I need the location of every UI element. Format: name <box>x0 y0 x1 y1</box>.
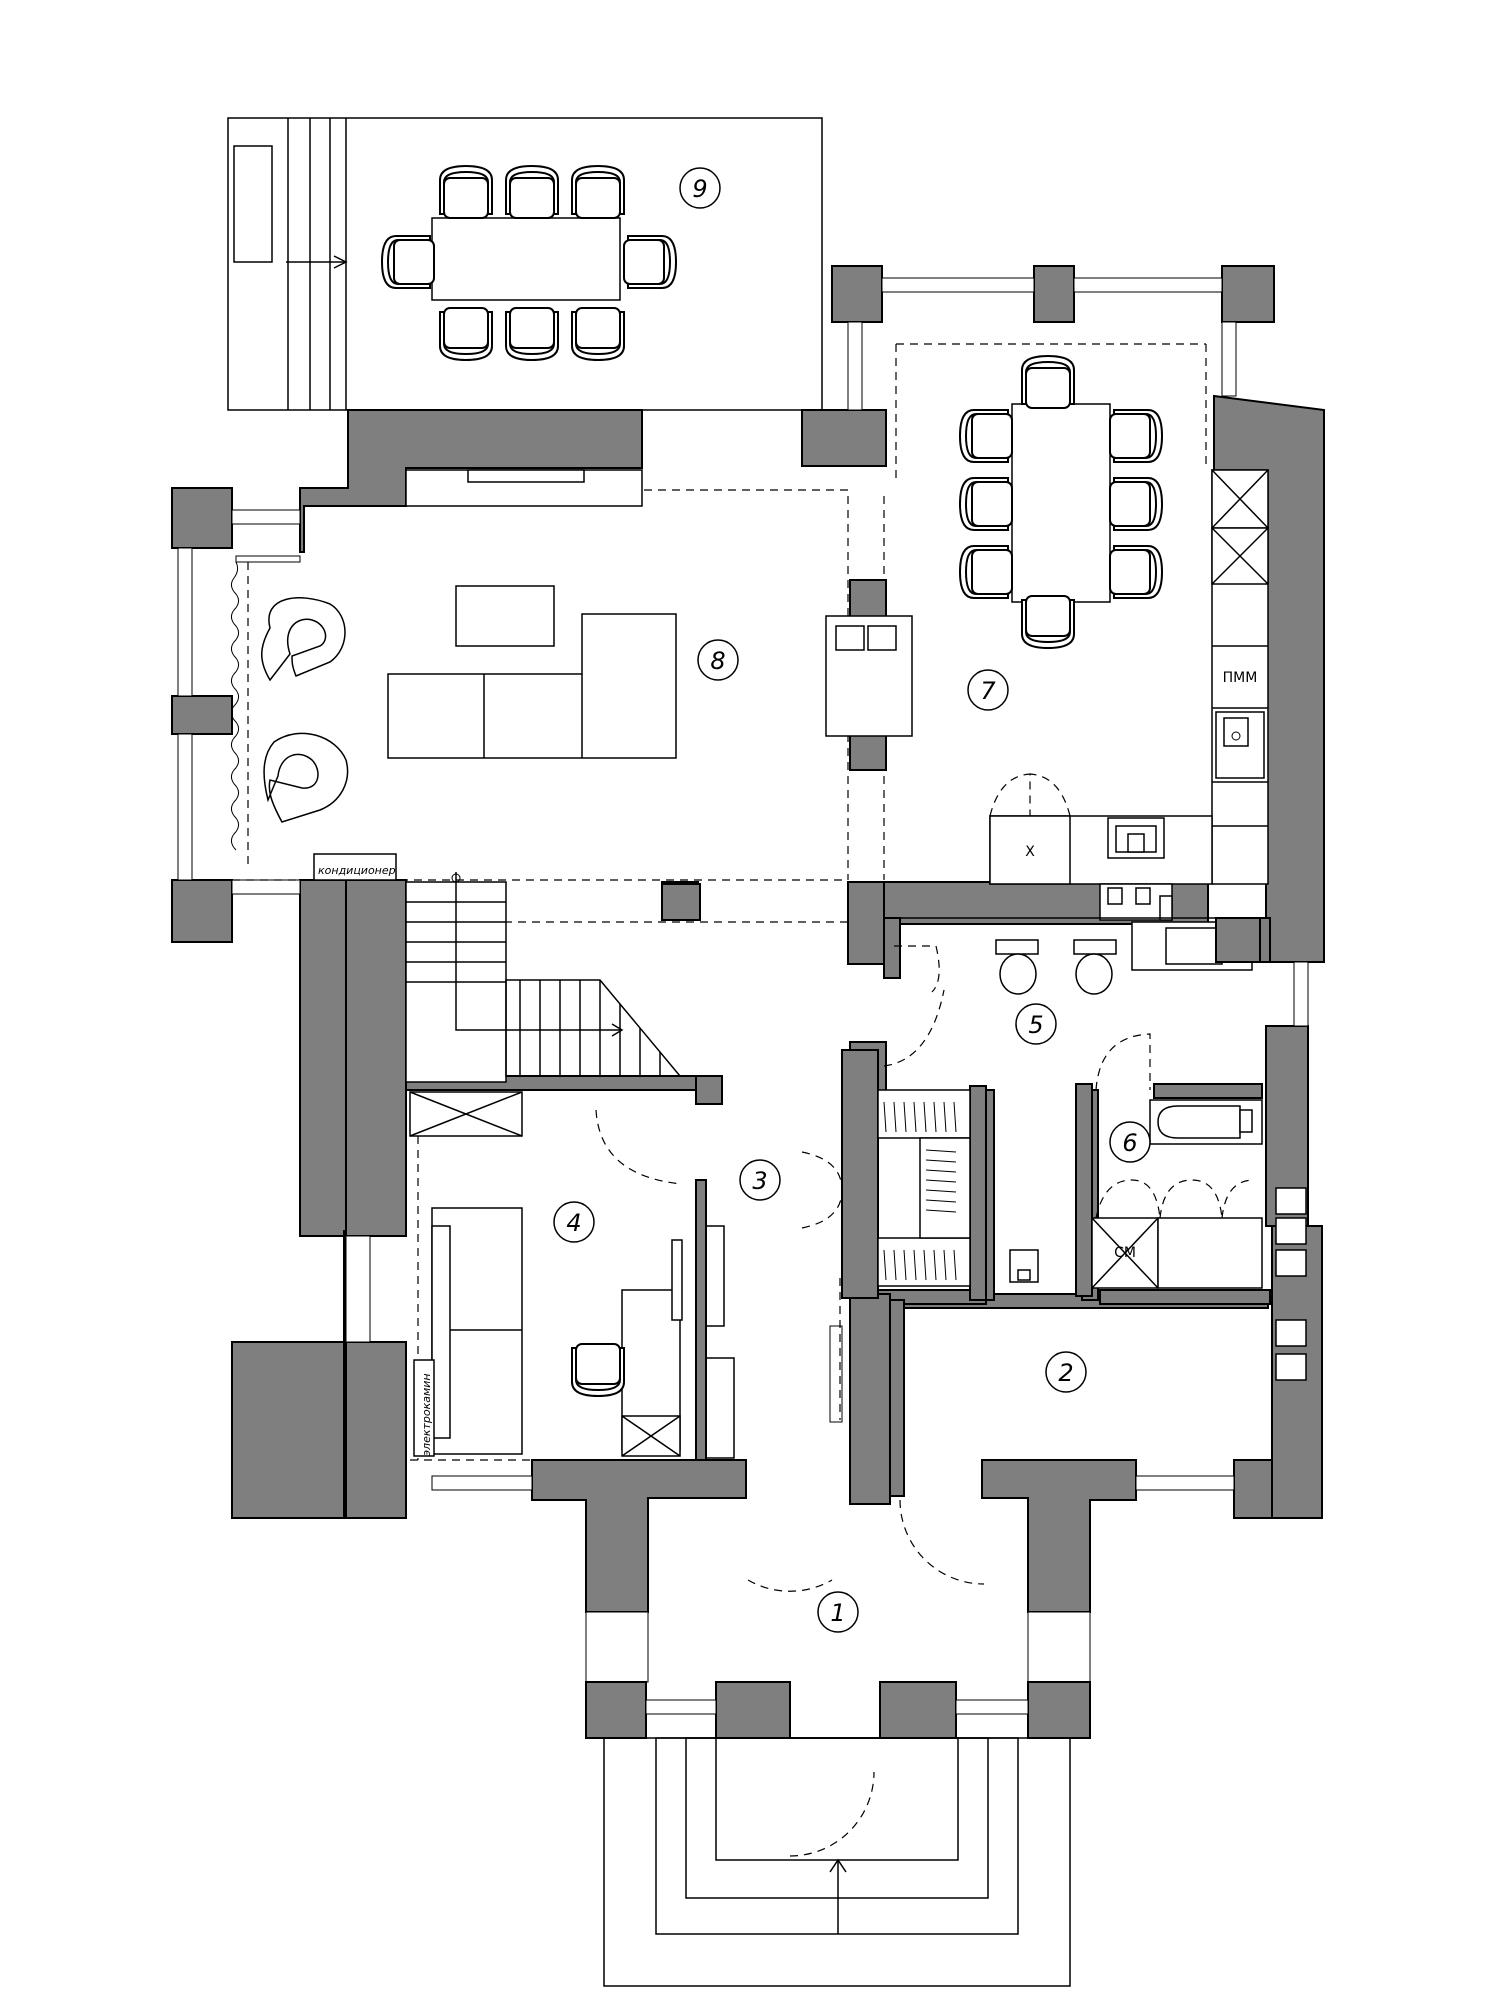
chairs <box>380 164 1164 1398</box>
chair <box>439 307 493 362</box>
terrace <box>227 117 823 411</box>
room-number-2: 2 <box>1058 1359 1073 1387</box>
entrance <box>585 1499 1091 1987</box>
room-number-9: 9 <box>692 175 707 203</box>
dining-table <box>1011 403 1111 603</box>
room-number-6: 6 <box>1122 1129 1137 1157</box>
room-label-9: 9 <box>679 167 721 209</box>
room-label-5: 5 <box>1015 1003 1057 1045</box>
stairs <box>405 872 682 1083</box>
room-label-3: 3 <box>739 1159 781 1201</box>
washing-machine-label: СМ <box>1114 1245 1136 1261</box>
room-label-7: 7 <box>967 669 1009 711</box>
room-number-1: 1 <box>830 1599 845 1627</box>
bathrooms: СМ <box>883 917 1307 1381</box>
chair <box>505 307 559 362</box>
armchair <box>263 732 349 823</box>
room-labels: 1 2 3 4 5 6 7 8 <box>553 167 1151 1633</box>
air-conditioner <box>313 853 397 881</box>
room-number-5: 5 <box>1028 1011 1043 1039</box>
chair <box>623 235 678 289</box>
room-label-4: 4 <box>553 1201 595 1243</box>
chair <box>1021 595 1075 650</box>
chair <box>505 164 559 219</box>
chair <box>958 477 1013 531</box>
room-label-2: 2 <box>1045 1351 1087 1393</box>
chair <box>380 235 435 289</box>
terrace-table <box>431 217 621 301</box>
fridge <box>989 815 1071 885</box>
chair <box>439 164 493 219</box>
toilet <box>995 939 1039 995</box>
room-number-7: 7 <box>980 677 996 705</box>
chair <box>958 409 1013 463</box>
living-room: кондиционер <box>230 469 913 923</box>
tv <box>467 469 585 483</box>
room-number-3: 3 <box>752 1167 767 1195</box>
room-number-4: 4 <box>566 1209 581 1237</box>
room-label-8: 8 <box>697 639 739 681</box>
fridge-label: Х <box>1025 844 1035 860</box>
chair <box>1109 409 1164 463</box>
dishwasher-label: ПММ <box>1223 670 1258 686</box>
chair <box>1109 477 1164 531</box>
chair <box>571 1343 625 1398</box>
toilet <box>1073 939 1117 995</box>
study: электрокамин <box>409 1091 735 1461</box>
coffee-table <box>455 585 555 647</box>
chair <box>1109 545 1164 599</box>
chair <box>1021 354 1075 409</box>
hall <box>801 1049 987 1420</box>
room-label-6: 6 <box>1109 1121 1151 1163</box>
windows <box>177 277 1309 1683</box>
room-2 <box>829 1299 905 1497</box>
armchair <box>261 597 346 682</box>
electric-heater-label: электрокамин <box>420 1373 433 1456</box>
chair <box>571 164 625 219</box>
kitchen-dining: ПММ Х <box>895 343 1269 921</box>
air-conditioner-label: кондиционер <box>318 864 396 877</box>
chair <box>571 307 625 362</box>
room-number-8: 8 <box>710 647 725 675</box>
chair <box>958 545 1013 599</box>
room-label-1: 1 <box>817 1591 859 1633</box>
